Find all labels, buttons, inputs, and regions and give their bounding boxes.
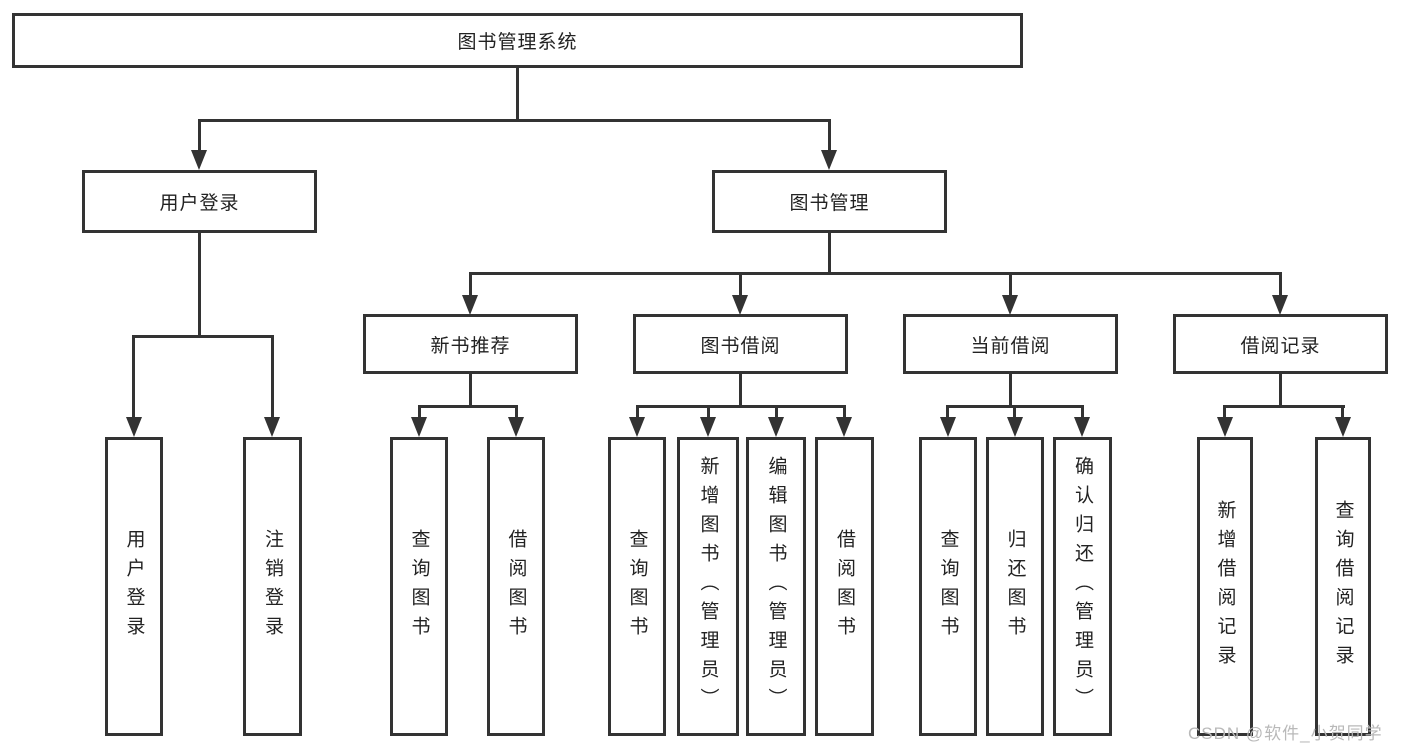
arrow-down-icon — [629, 417, 645, 437]
leaf-add-borrow-record: 新增借阅记录 — [1197, 437, 1253, 736]
arrow-down-icon — [768, 417, 784, 437]
arrow-down-icon — [462, 295, 478, 315]
node-library-system: 图书管理系统 — [12, 13, 1023, 68]
leaf-confirm-return-admin: 确认归还（管理员） — [1053, 437, 1112, 736]
leaf-user-login: 用户登录 — [105, 437, 163, 736]
leaf-query-books-current: 查询图书 — [919, 437, 977, 736]
csdn-watermark: CSDN @软件_小贺同学 — [1188, 724, 1383, 743]
node-current-borrow: 当前借阅 — [903, 314, 1118, 374]
connector-line — [1009, 374, 1012, 405]
arrow-down-icon — [1007, 417, 1023, 437]
arrow-down-icon — [821, 150, 837, 170]
connector-line — [636, 405, 846, 408]
arrow-down-icon — [1217, 417, 1233, 437]
arrow-down-icon — [1074, 417, 1090, 437]
connector-line — [198, 119, 201, 152]
connector-line — [739, 272, 742, 297]
arrow-down-icon — [940, 417, 956, 437]
connector-line — [843, 405, 846, 421]
connector-line — [418, 405, 517, 408]
connector-line — [946, 405, 949, 421]
connector-line — [1081, 405, 1084, 421]
connector-line — [516, 68, 519, 120]
connector-line — [775, 405, 778, 421]
leaf-return-books: 归还图书 — [986, 437, 1044, 736]
connector-line — [1223, 405, 1226, 421]
node-user-login: 用户登录 — [82, 170, 317, 233]
connector-line — [198, 119, 831, 122]
connector-line — [1009, 272, 1012, 297]
arrow-down-icon — [836, 417, 852, 437]
node-book-management: 图书管理 — [712, 170, 947, 233]
arrow-down-icon — [126, 417, 142, 437]
arrow-down-icon — [1002, 295, 1018, 315]
connector-line — [1279, 374, 1282, 405]
connector-line — [1279, 272, 1282, 297]
leaf-borrow-books-recommend: 借阅图书 — [487, 437, 545, 736]
arrow-down-icon — [191, 150, 207, 170]
arrow-down-icon — [264, 417, 280, 437]
leaf-query-books-borrow: 查询图书 — [608, 437, 666, 736]
connector-line — [707, 405, 710, 421]
connector-line — [418, 405, 421, 421]
connector-line — [1224, 405, 1345, 408]
leaf-add-book-admin: 新增图书（管理员） — [677, 437, 739, 736]
arrow-down-icon — [1272, 295, 1288, 315]
connector-line — [469, 272, 472, 297]
leaf-query-borrow-record: 查询借阅记录 — [1315, 437, 1371, 736]
node-new-book-recommend: 新书推荐 — [363, 314, 578, 374]
connector-line — [828, 233, 831, 272]
connector-line — [739, 374, 742, 405]
arrow-down-icon — [508, 417, 524, 437]
leaf-edit-book-admin: 编辑图书（管理员） — [746, 437, 806, 736]
connector-line — [133, 335, 274, 338]
connector-line — [469, 272, 1282, 275]
connector-line — [271, 335, 274, 419]
arrow-down-icon — [700, 417, 716, 437]
connector-line — [132, 335, 135, 419]
connector-line — [828, 119, 831, 152]
connector-line — [1341, 405, 1344, 421]
node-book-borrow: 图书借阅 — [633, 314, 848, 374]
connector-line — [469, 374, 472, 405]
leaf-query-books-recommend: 查询图书 — [390, 437, 448, 736]
arrow-down-icon — [411, 417, 427, 437]
connector-line — [515, 405, 518, 421]
leaf-logout: 注销登录 — [243, 437, 302, 736]
arrow-down-icon — [1335, 417, 1351, 437]
connector-line — [1013, 405, 1016, 421]
leaf-borrow-books: 借阅图书 — [815, 437, 874, 736]
arrow-down-icon — [732, 295, 748, 315]
connector-line — [198, 233, 201, 335]
connector-line — [636, 405, 639, 421]
node-borrow-records: 借阅记录 — [1173, 314, 1388, 374]
